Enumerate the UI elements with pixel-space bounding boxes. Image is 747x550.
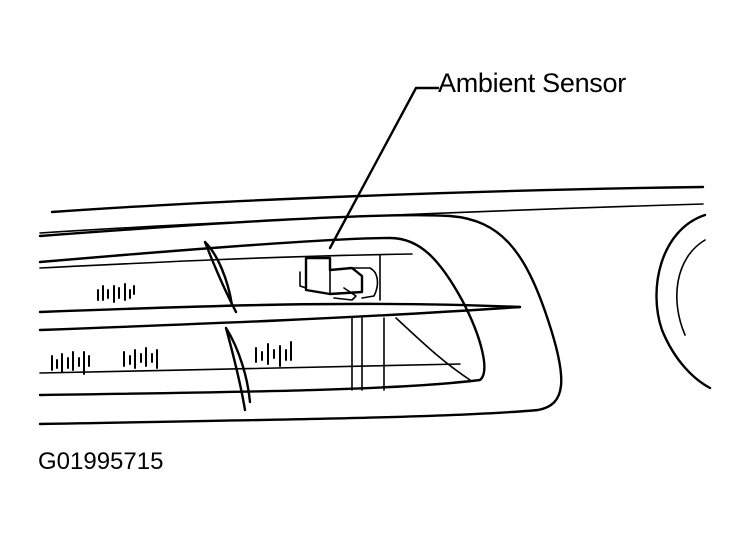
- vent-slat-lower: [39, 363, 461, 374]
- dashboard-top-edge: [50, 185, 705, 214]
- gauge-inner: [676, 239, 706, 336]
- vent-slat-middle: [38, 302, 522, 314]
- ambient-sensor-label: Ambient Sensor: [438, 68, 626, 98]
- vent-bezel-inner: [38, 236, 486, 397]
- vent-blade-left: [203, 240, 238, 314]
- vent-curve-lower: [395, 317, 471, 381]
- texture-marks: [51, 283, 292, 375]
- vent-blade-right: [224, 326, 252, 412]
- ambient-sensor-body: [299, 256, 379, 301]
- gauge-outline: [655, 213, 712, 390]
- vent-slat-middle-lower: [38, 305, 522, 332]
- vent-slat-upper: [39, 253, 413, 269]
- callout-leader-line: [328, 86, 440, 250]
- figure-id: G01995715: [38, 448, 164, 475]
- vent-bezel-outer: [38, 214, 563, 426]
